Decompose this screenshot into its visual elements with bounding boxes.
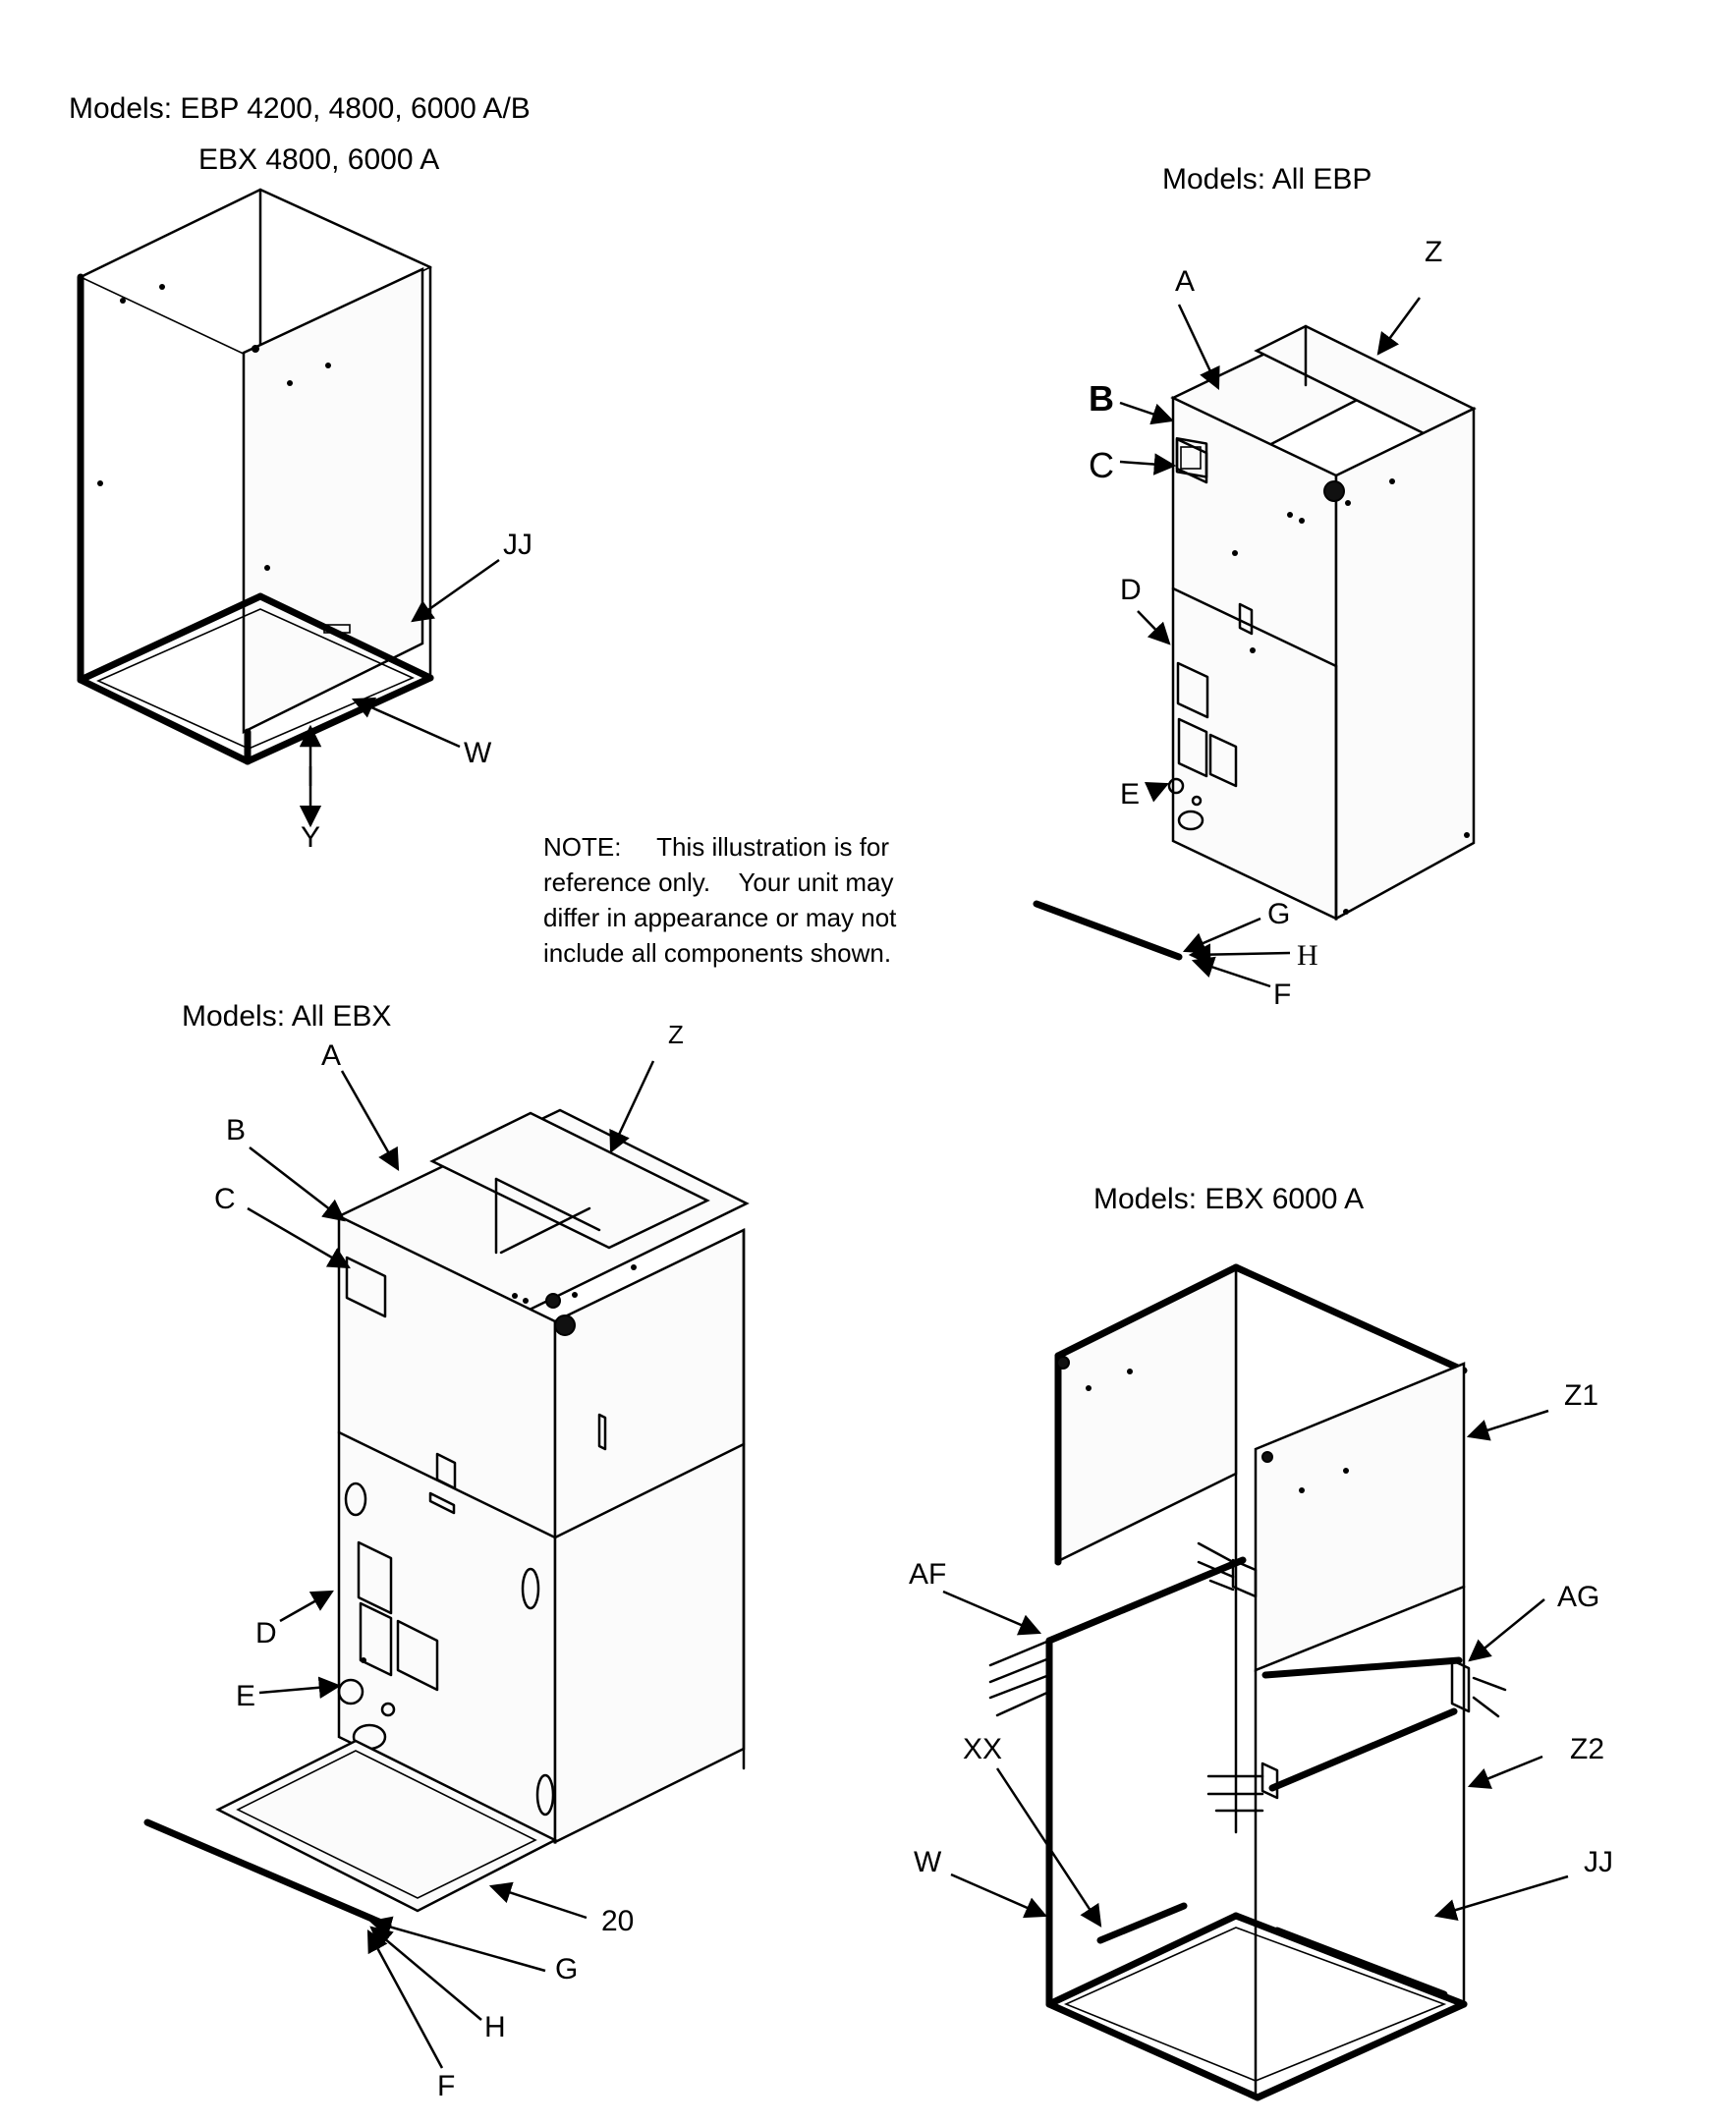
callout-z2: Z2 (1570, 1733, 1604, 1765)
callout-a-ebx: A (321, 1039, 341, 1072)
cabinet-frame-drawing: JJ W Y (77, 188, 532, 854)
title-bottom-right: Models: EBX 6000 A (1093, 1183, 1364, 1215)
callout-af: AF (909, 1558, 946, 1591)
ebx-6000-exploded-drawing: Z1 AF AG XX Z2 W JJ (909, 1263, 1613, 2101)
callout-b: B (1089, 378, 1114, 419)
note-line-4: include all components shown. (543, 938, 891, 968)
callout-c-ebx: C (214, 1183, 236, 1215)
callout-h-ebx: H (484, 2011, 506, 2043)
callout-xx: XX (963, 1733, 1002, 1765)
ebx-unit-drawing: Z A B C D E 20 G H F (143, 1020, 750, 2102)
callout-w-6000: W (914, 1846, 942, 1878)
callout-f-ebx: F (437, 2070, 455, 2102)
callout-e-ebx: E (236, 1680, 255, 1712)
callout-z1: Z1 (1564, 1379, 1598, 1412)
callout-g-ebx: G (555, 1953, 578, 1985)
note-line-3: differ in appearance or may not (543, 903, 897, 932)
reference-note: NOTE: This illustration is for reference… (543, 832, 897, 968)
callout-f: F (1273, 979, 1291, 1011)
title-top-left-line2: EBX 4800, 6000 A (198, 143, 439, 176)
title-top-left-line1: Models: EBP 4200, 4800, 6000 A/B (69, 92, 531, 125)
callout-c: C (1089, 445, 1114, 485)
callout-z: Z (1425, 236, 1442, 268)
callout-g: G (1267, 898, 1290, 930)
callout-d-ebx: D (255, 1617, 277, 1650)
ebp-unit-drawing: Z A B C D E G H F (1033, 236, 1477, 1011)
callout-ag: AG (1557, 1581, 1599, 1613)
callout-b-ebx: B (226, 1114, 246, 1146)
title-bottom-left: Models: All EBX (182, 1000, 391, 1033)
callout-20: 20 (601, 1905, 634, 1937)
title-top-right: Models: All EBP (1162, 163, 1372, 196)
callout-z-ebx: Z (668, 1020, 684, 1049)
callout-h: H (1297, 939, 1318, 972)
callout-w: W (464, 737, 492, 769)
note-line-2: reference only. Your unit may (543, 867, 894, 897)
callout-e: E (1120, 778, 1140, 811)
callout-a: A (1175, 265, 1195, 298)
note-line-1: NOTE: This illustration is for (543, 832, 889, 862)
callout-jj-6000: JJ (1584, 1846, 1613, 1878)
callout-y: Y (301, 821, 320, 854)
callout-d: D (1120, 574, 1142, 606)
callout-jj: JJ (503, 529, 532, 561)
